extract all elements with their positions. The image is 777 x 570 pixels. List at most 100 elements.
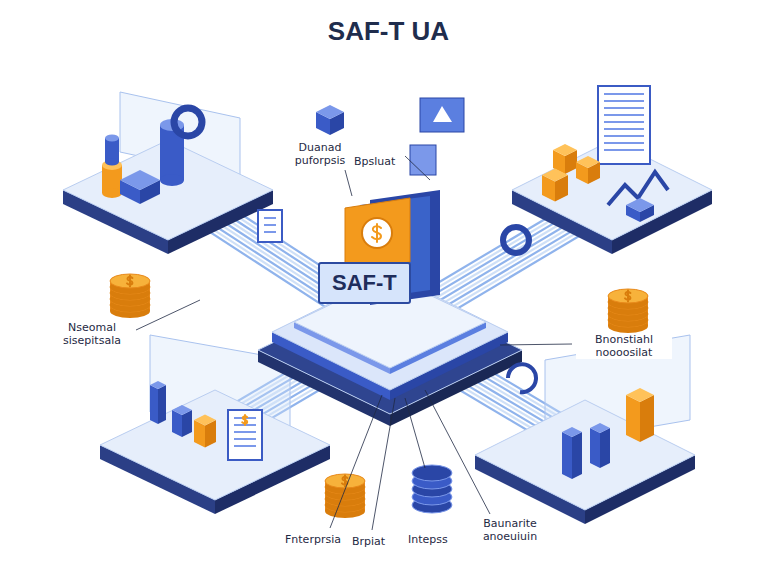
prism-side [640, 395, 654, 442]
prism-side [572, 432, 582, 479]
document-icon [228, 410, 262, 460]
prism-side [600, 428, 610, 468]
prism-top [316, 105, 344, 119]
bar-prism [316, 105, 344, 135]
coin-stack [608, 289, 648, 333]
cycle-arrow [508, 364, 536, 392]
dollar-symbol [127, 276, 132, 287]
bar-prism [194, 415, 216, 448]
cylinder [105, 135, 119, 166]
window-symbol [433, 106, 452, 122]
floating-label: Bpsluat [352, 156, 397, 169]
prism-side [158, 385, 166, 424]
bar-prism [626, 388, 654, 442]
screen-card [345, 198, 410, 272]
bar-prism [576, 156, 600, 184]
platform-top [100, 390, 330, 500]
prism-top [172, 405, 192, 415]
bar-prism [172, 405, 192, 437]
document-line [604, 121, 644, 123]
prism-top [120, 170, 160, 190]
dollar-symbol [625, 291, 630, 302]
coin-stack [325, 474, 365, 518]
prism-top [553, 144, 577, 156]
disc-stack [412, 465, 452, 513]
coin-top [608, 289, 648, 303]
dollar-symbol [372, 224, 381, 242]
leader-line [345, 170, 352, 196]
leader-line [425, 390, 490, 514]
dollar-symbol [242, 415, 247, 425]
dollar-badge [362, 218, 392, 248]
leader-line [330, 395, 382, 528]
leader-line [136, 300, 200, 330]
cylinder-base [160, 174, 184, 186]
document-line [234, 431, 256, 433]
document-line [604, 135, 644, 137]
bar-prism [590, 423, 610, 468]
document-line [604, 93, 644, 95]
leader-line [405, 398, 425, 468]
floating-label: Nseomal sisepitsala [48, 322, 136, 347]
prism-top [626, 198, 654, 212]
prism-top [150, 381, 166, 389]
document-line [264, 224, 276, 226]
coin-top [325, 474, 365, 488]
leader-line [372, 398, 395, 530]
prism-top [562, 427, 582, 437]
doc-icon [410, 145, 436, 175]
platform [475, 400, 695, 524]
floating-label: Duanad puforpsis [284, 142, 356, 167]
prism-top [626, 388, 654, 402]
bar-prism [150, 381, 166, 424]
disc [412, 465, 452, 481]
document-page [598, 86, 650, 164]
document-line [604, 128, 644, 130]
plug-icon [503, 227, 529, 253]
document-line [234, 438, 256, 440]
prism-top [576, 156, 600, 168]
prism-top [590, 423, 610, 433]
prism-top [194, 415, 216, 426]
floating-label: Bnonstiahl noooosilat [576, 334, 672, 359]
document-page [228, 410, 262, 460]
bar-prism [626, 198, 654, 222]
leader-line [500, 344, 572, 345]
document-page [258, 210, 282, 242]
prism-side [150, 385, 158, 424]
document-line [604, 107, 644, 109]
coin-top [110, 274, 150, 288]
coin-stack [110, 274, 150, 318]
document-line [604, 142, 644, 144]
cylinder-top [105, 135, 119, 142]
cylinder-body [105, 138, 119, 162]
diagram-title: SAF-T UA [0, 16, 777, 47]
node-text: SAF-T [332, 270, 397, 296]
bar-prism [120, 170, 160, 204]
document-line [264, 231, 276, 233]
document-line [604, 100, 644, 102]
document-icon [258, 210, 282, 242]
document-line [264, 217, 276, 219]
bar-prism [542, 169, 568, 202]
bar-prism [562, 427, 582, 479]
floating-label: Fnterprsia [283, 534, 343, 547]
floating-label: Baunarite anoeuiuin [466, 518, 554, 543]
cylinder-base [105, 159, 119, 166]
prism-side [626, 395, 640, 442]
platform-top [475, 400, 695, 510]
floating-label: Brpiat [350, 536, 387, 549]
document-line [234, 445, 256, 447]
screen-box: SAF-T [318, 262, 411, 304]
document-line [604, 114, 644, 116]
leader-line [405, 156, 430, 180]
prism-side [562, 432, 572, 479]
ring-symbol [174, 108, 202, 136]
document-icon [598, 86, 650, 164]
cylinder-base [102, 188, 122, 198]
window-icon [420, 98, 464, 132]
prism-top [542, 169, 568, 182]
platform [100, 390, 330, 514]
prism-side [590, 428, 600, 468]
